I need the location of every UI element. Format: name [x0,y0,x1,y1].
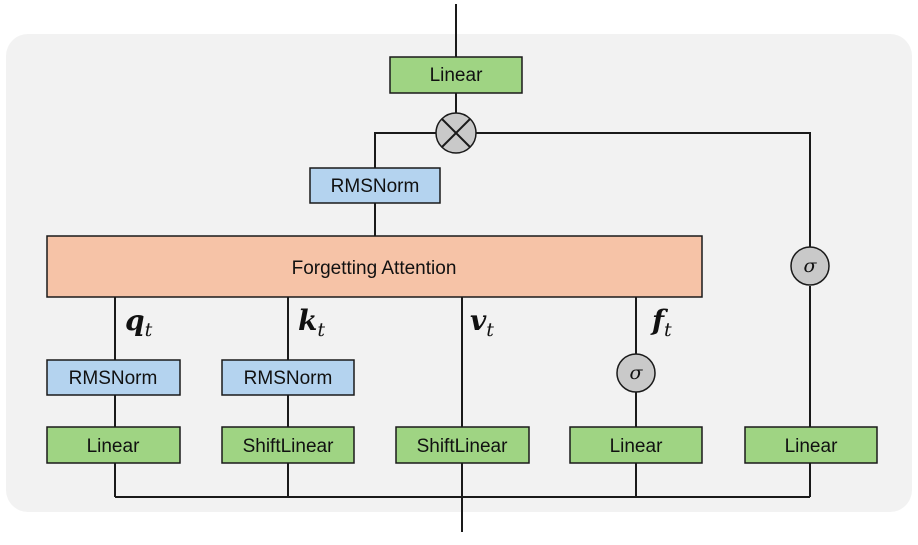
rmsnorm-k-block: RMSNorm [221,359,355,396]
rmsnorm-q-label: RMSNorm [69,368,158,389]
linear-output-block: Linear [389,56,523,94]
sigma-forget-icon: σ [616,353,656,393]
shiftlinear-k-label: ShiftLinear [243,436,335,457]
sigma-gate-icon: σ [790,246,830,286]
shiftlinear-v-label: ShiftLinear [417,436,509,457]
linear-output-label: Linear [430,65,483,86]
rmsnorm-q-block: RMSNorm [46,359,181,396]
forgetting-attention-label: Forgetting Attention [292,258,457,279]
k-label: kt [298,304,325,341]
linear-f-block: Linear [569,426,703,464]
linear-f-label: Linear [610,436,663,457]
linear-gate-block: Linear [744,426,878,464]
v-label: vt [470,304,494,341]
forgetting-attention-block: Forgetting Attention [46,235,703,298]
sigma-gate-label: σ [804,255,818,277]
multiply-icon [435,112,477,154]
linear-q-block: Linear [46,426,181,464]
linear-q-label: Linear [87,436,140,457]
gate-to-multiply-wire [476,132,811,248]
rmsnorm-k-label: RMSNorm [244,368,333,389]
rmsnorm-output-label: RMSNorm [331,176,420,197]
norm-to-multiply-wire [374,132,436,168]
q-label: qt [125,304,153,341]
sigma-forget-label: σ [630,362,644,384]
shiftlinear-k-block: ShiftLinear [221,426,355,464]
shiftlinear-v-block: ShiftLinear [395,426,530,464]
rmsnorm-output-block: RMSNorm [309,167,441,204]
linear-gate-label: Linear [785,436,838,457]
